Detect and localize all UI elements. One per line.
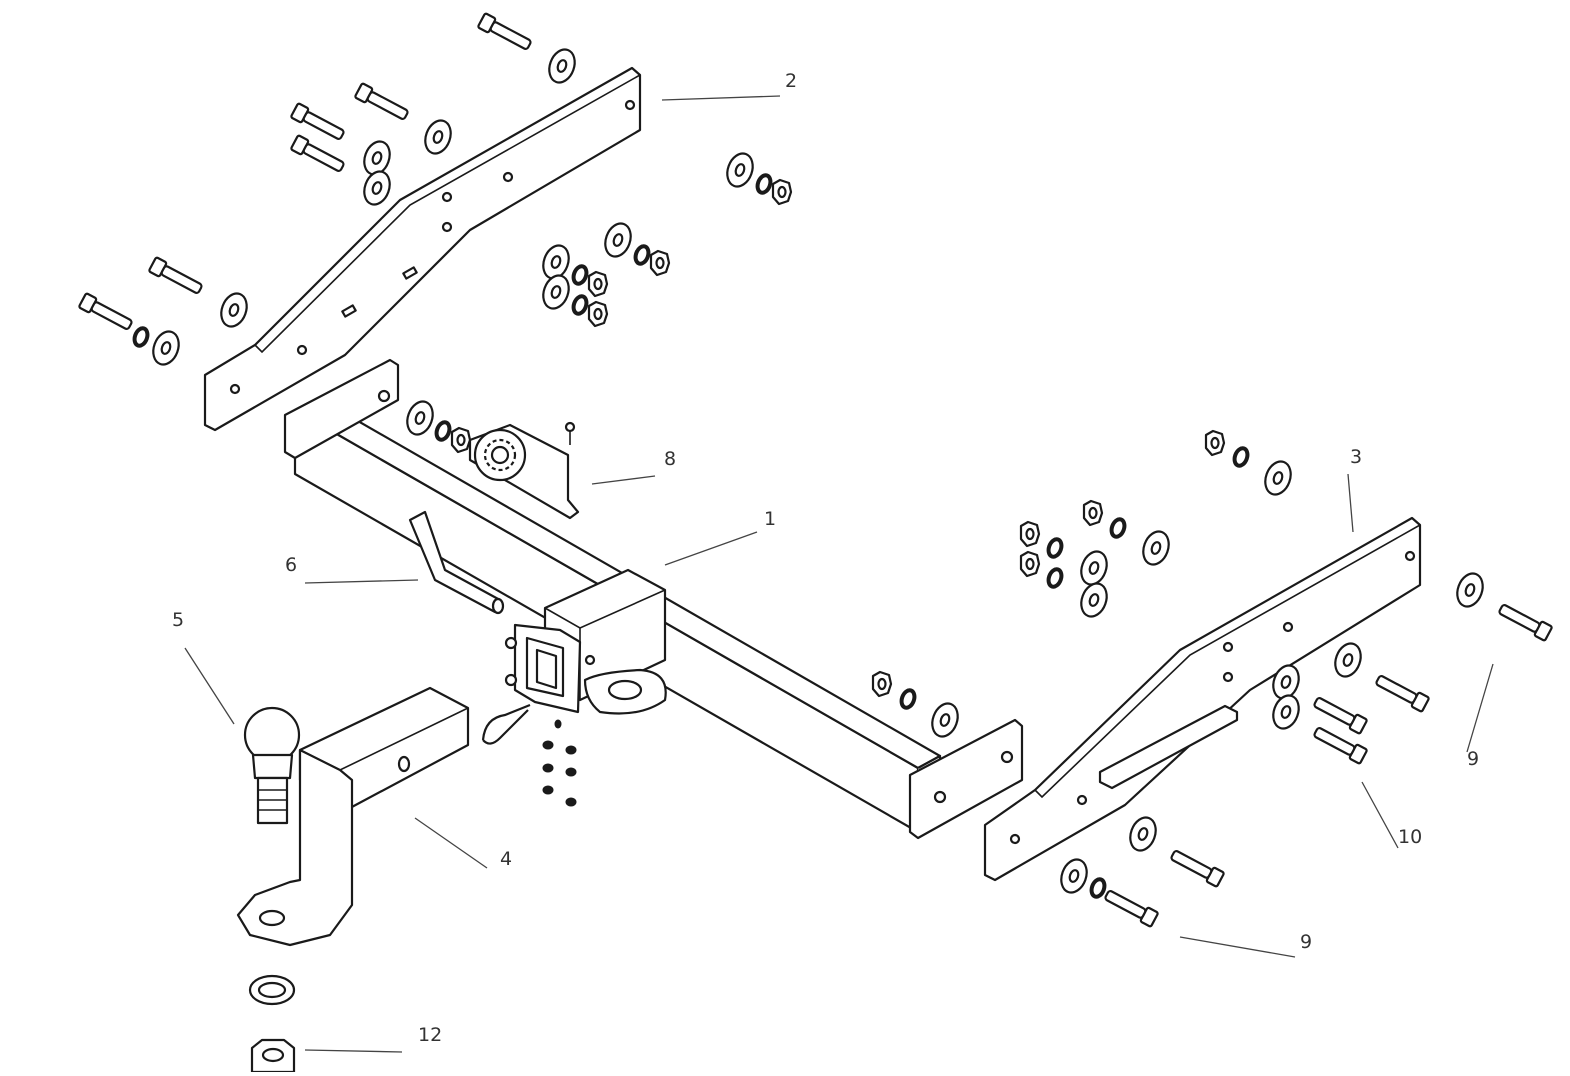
callout-3: 3 <box>1350 446 1363 468</box>
callout-8: 8 <box>664 448 677 470</box>
callout-10: 10 <box>1398 826 1423 848</box>
callout-2: 2 <box>785 70 798 92</box>
callout-5: 5 <box>172 609 185 631</box>
callout-9-right: 9 <box>1467 748 1480 770</box>
callout-leader-lines <box>184 95 1494 1053</box>
right-side-bracket <box>983 516 1422 882</box>
callout-1: 1 <box>764 508 777 530</box>
ball-washer-and-nut <box>248 974 296 1074</box>
tow-ball <box>243 706 301 825</box>
hitch-clip <box>481 703 577 807</box>
callout-12: 12 <box>418 1024 443 1046</box>
main-crossbar <box>283 358 1024 840</box>
ball-mount-drawbar <box>236 686 470 947</box>
callout-6: 6 <box>285 554 298 576</box>
callout-4: 4 <box>500 848 513 870</box>
left-side-bracket <box>203 66 642 432</box>
socket-mounting-plate <box>468 421 580 520</box>
callout-9-bottom: 9 <box>1300 931 1313 953</box>
hitch-pin <box>408 510 505 615</box>
right-bracket-fasteners <box>1019 429 1554 929</box>
